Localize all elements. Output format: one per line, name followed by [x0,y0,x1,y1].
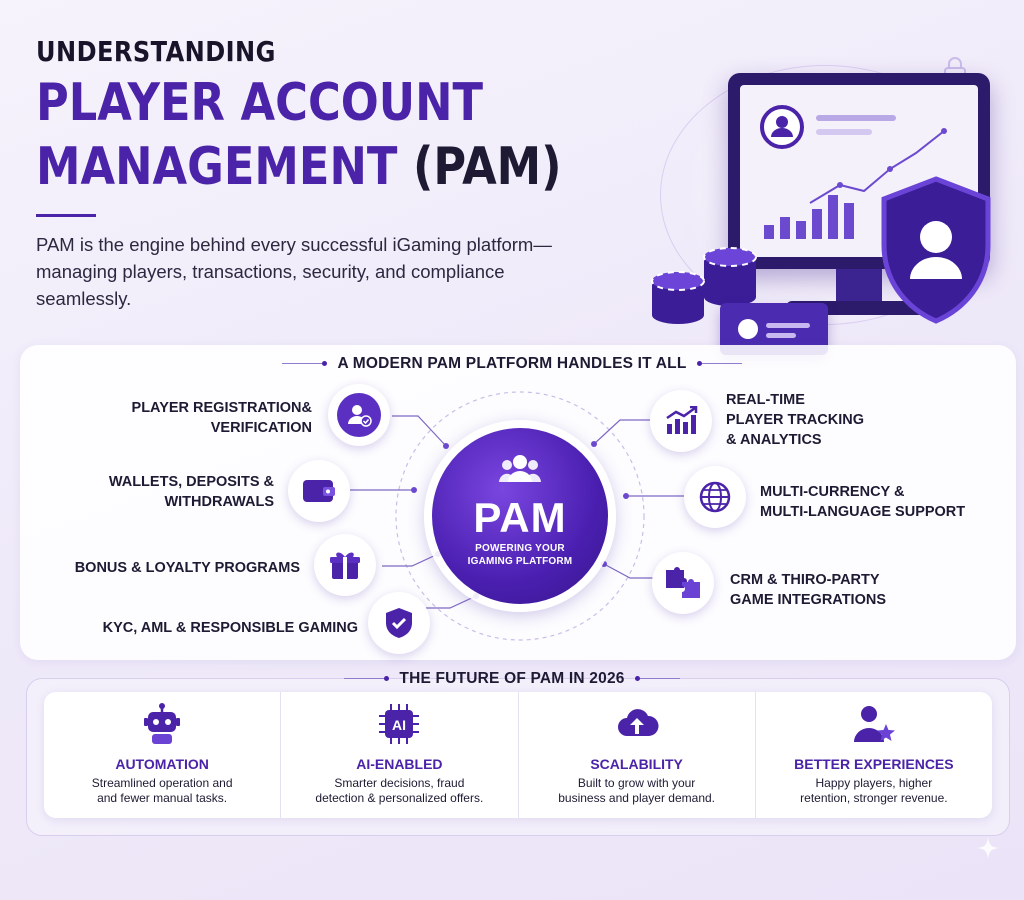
hero-intro: PAM is the engine behind every successfu… [36,234,552,309]
future-card-ai-enabled: AI AI-ENABLED Smarter decisions, fraud d… [281,692,519,818]
future-card-scalability: SCALABILITY Built to grow with your busi… [519,692,756,818]
gift-icon [330,552,360,579]
user-shield-icon [881,176,991,324]
feature-real-time-tracking: REAL-TIME PLAYER TRACKING & ANALYTICS [726,392,865,448]
puzzle-icon [666,567,700,598]
robot-icon [144,703,181,744]
user-star-icon [853,706,895,742]
user-check-icon [348,405,372,427]
sparkle-icon [977,837,999,859]
feature-bonus-loyalty: BONUS & LOYALTY PROGRAMS [74,560,300,576]
hub-title: PAM [473,494,567,541]
platform-section-title: A MODERN PAM PLATFORM HANDLES IT ALL [0,355,1024,373]
wallet-icon [303,480,335,502]
hero-section: UNDERSTANDING PLAYER ACCOUNT MANAGEMENT … [36,36,596,312]
future-section-title: THE FUTURE OF PAM IN 2026 [0,670,1024,688]
feature-icon-shield [368,592,430,654]
feature-crm-integrations: CRM & THIRO-PARTY GAME INTEGRATIONS [730,572,887,608]
hero-divider [36,214,96,217]
headline-line-1: PLAYER ACCOUNT [36,73,484,133]
dashboard-graphic [760,105,947,239]
shield-check-icon [386,608,412,638]
users-group-icon [499,455,541,482]
hub-subtitle: POWERING YOUR IGAMING PLATFORM [467,543,573,567]
hero-eyebrow: UNDERSTANDING [36,35,276,68]
ai-chip-label: AI [392,717,406,733]
feature-icon-puzzle [652,552,714,614]
future-card-automation: AUTOMATION Streamlined operation and and… [44,692,282,818]
feature-icon-gift [314,534,376,596]
headline-line-2: MANAGEMENT (PAM) [36,137,562,197]
feature-icon-registration [328,384,390,446]
globe-icon [699,481,731,513]
ai-chip-icon: AI [379,704,420,744]
future-cards: AUTOMATION Streamlined operation and and… [44,692,992,818]
casino-chips-icon [651,247,757,324]
future-card-better-experiences: BETTER EXPERIENCES Happy players, higher… [756,692,992,818]
hero-illustration [640,55,1024,355]
feature-multi-currency: MULTI-CURRENCY & MULTI-LANGUAGE SUPPORT [760,484,966,520]
feature-icon-wallet [288,460,350,522]
headline-management: MANAGEMENT [36,137,398,197]
cloud-upload-icon [617,709,659,736]
analytics-chart-icon [666,406,698,434]
feature-player-registration: PLAYER REGISTRATION& VERIFICATION [131,400,312,436]
feature-icon-analytics [650,390,712,452]
feature-icon-globe [684,466,746,528]
monitor-stand [836,269,882,305]
feature-wallets: WALLETS, DEPOSITS & WITHDRAWALS [108,474,274,510]
pam-hub: PAM POWERING YOUR IGAMING PLATFORM [432,428,608,604]
headline-suffix: (PAM) [412,137,562,197]
feature-kyc-aml: KYC, AML & RESPONSIBLE GAMING [102,620,358,636]
